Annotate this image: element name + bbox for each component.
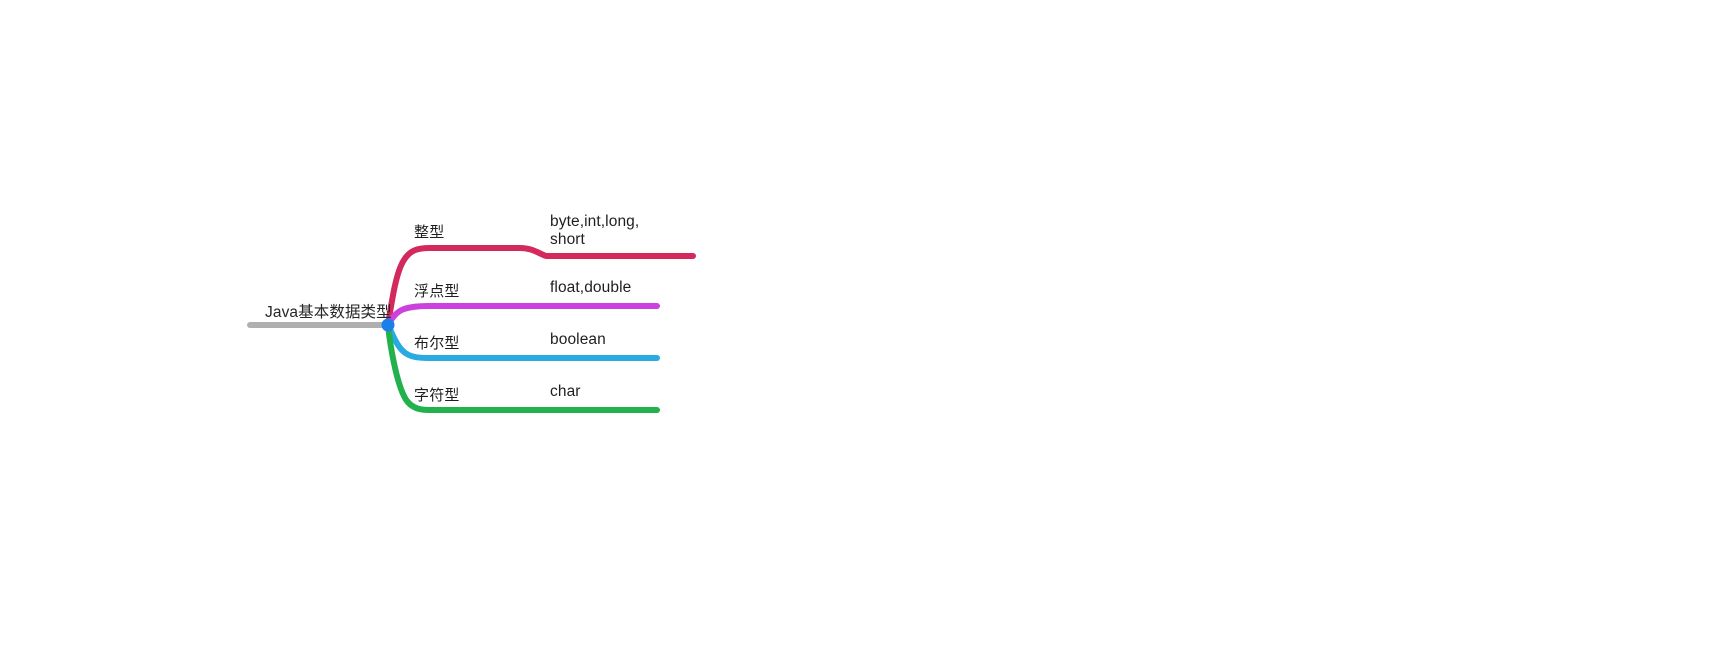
branch-label-integer[interactable]: 整型 [414,224,445,241]
root-node-label[interactable]: Java基本数据类型 [265,304,392,321]
branch-edge-floating-point [385,303,660,328]
branch-label-floating-point[interactable]: 浮点型 [414,283,460,300]
leaf-label-floating-point[interactable]: float,double [550,279,632,296]
leaf-label-integer[interactable]: byte,int,long, short [550,213,640,248]
leaf-label-boolean[interactable]: boolean [550,331,606,348]
leaf-label-character[interactable]: char [550,383,581,400]
branch-label-boolean[interactable]: 布尔型 [414,335,460,352]
branch-label-character[interactable]: 字符型 [414,387,460,404]
